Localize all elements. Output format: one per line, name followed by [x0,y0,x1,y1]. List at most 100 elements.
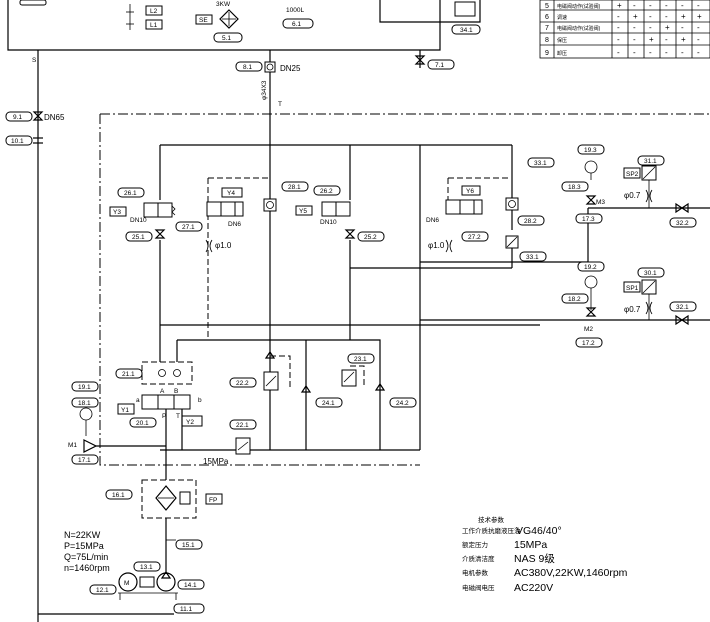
filter-unit: 16.1 FP 15.1 [105,479,223,574]
tag-33-1b: 33.1 [526,254,539,261]
tag-9-1: 9.1 [13,114,22,121]
heater-label: SE [199,17,208,24]
tag-22-2: 22.2 [236,380,249,387]
solenoid-y5: Y5 [299,208,307,215]
solenoid-y4: Y4 [227,190,235,197]
valve-dn-left: DN10 [130,217,147,224]
tag-24-1: 24.1 [322,400,335,407]
table-row-name: 电磁阀动作(试验阀) [557,25,601,32]
table-cell: + [617,1,622,10]
tag-19-1: 19.1 [78,384,91,391]
table-cell: + [681,35,686,44]
valve-dn-mid: DN10 [320,219,337,226]
check-valve-28-1: 28.1 [263,181,309,212]
drain-valve: 7.1 [414,50,455,70]
test-branch-lower: 19.2 18.2 M2 17.2 SP1 30.1 φ0.7 32.1 [561,261,697,348]
tag-18-2: 18.2 [568,296,581,303]
pump-motor: 13.1 M 12.1 14.1 11.1 [38,561,205,615]
tag-11-1: 11.1 [180,606,193,613]
relief-valve-22-2: 22.2 [229,350,291,391]
solenoid-y3: Y3 [113,209,121,216]
main-pipe-size: DN25 [280,64,301,73]
table-cell: - [697,1,700,10]
technical-parameters: 技术参数 工作介质 抗磨液压油 VG46/40° 额定压力 15MPa 介质清洁… [462,515,628,594]
table-cell: - [665,35,668,44]
tag-23-1: 23.1 [354,356,367,363]
table-cell: - [681,48,684,57]
dn25-valve: 8.1 DN25 φ34X3 T [235,61,301,108]
table-cell: - [649,1,652,10]
pump-spec-flow: Q=75L/min [64,552,108,562]
tag-25-2: 25.2 [364,234,377,241]
valve-y5: 26.2 Y5 DN10 25.2 [295,185,385,242]
table-cell: - [617,48,620,57]
table-cell: - [681,1,684,10]
table-cell: - [617,12,620,21]
solenoid-y1: Y1 [121,407,129,414]
table-cell: - [617,35,620,44]
tag-27-2: 27.2 [468,234,481,241]
tag-27-1: 27.1 [182,224,195,231]
port-t: T [176,413,180,420]
table-cell: + [649,35,654,44]
tank-capacity: 1000L [286,7,304,14]
tag-12-1: 12.1 [96,587,109,594]
pressure-switch-sp2: SP2 [626,171,639,178]
tech-params-heading: 技术参数 [478,515,505,524]
tech-label-pressure: 额定压力 [462,540,488,549]
table-row-number: 5 [545,3,549,10]
gauge-m1-branch: 19.1 18.1 M1 17.1 [68,381,166,465]
relief-pressure: 15MPa [203,457,229,466]
heater: 3KW SE 5.1 [195,1,243,43]
tag-10-1: 10.1 [11,138,24,145]
pump-specs: N=22KW P=15MPa Q=75L/min n=1460rpm [64,530,110,573]
pump-spec-power: N=22KW [64,530,101,540]
table-cell: - [697,48,700,57]
table-cell: - [665,12,668,21]
table-cell: - [633,48,636,57]
tag-13-1: 13.1 [140,564,153,571]
tag-34-1: 34.1 [460,27,473,34]
tag-18-3: 18.3 [568,184,581,191]
valve-y4: Y4 DN6 27.1 φ1.0 [175,177,270,340]
tag-8-1: 8.1 [243,64,252,71]
table-row-name: 电磁阀动作(试验阀) [557,3,601,10]
port-s-label: S [32,57,37,64]
tech-label-motor: 电机参数 [462,568,489,577]
tag-6-1: 6.1 [292,21,301,28]
tag-26-2: 26.2 [320,188,333,195]
relief-valve-23-1: 23.1 [341,353,375,387]
tag-17-2: 17.2 [582,340,595,347]
port-a: A [160,388,165,395]
tag-32-1: 32.1 [676,304,689,311]
tag-28-2: 28.2 [524,218,537,225]
table-cell: - [697,35,700,44]
valve-y6: Y6 DN6 27.2 φ1.0 [426,177,508,253]
tag-14-1: 14.1 [184,582,197,589]
tag-22-1: 22.1 [236,422,249,429]
table-cell: - [649,12,652,21]
tag-25-1: 25.1 [132,234,145,241]
tech-prefix-medium: 抗磨液压油 [488,526,521,535]
tag-33-1: 33.1 [534,160,547,167]
tag-15-1: 15.1 [182,542,195,549]
tag-17-1: 17.1 [78,457,91,464]
table-cell: - [665,48,668,57]
tag-24-2: 24.2 [396,400,409,407]
table-cell: - [697,23,700,32]
manifold-block-outline [99,113,710,466]
tag-18-1: 18.1 [78,400,91,407]
solenoid-y6: Y6 [466,188,474,195]
table-cell: - [617,23,620,32]
tag-17-3: 17.3 [582,216,595,223]
filter-switch-fp: FP [209,497,217,504]
tech-label-medium: 工作介质 [462,526,489,535]
vertical-pipe-size: φ34X3 [261,80,268,100]
valve-y3: 26.1 Y3 DN10 25.1 [109,187,176,242]
table-row-name: 保压 [557,37,567,44]
test-branch-upper: 19.3 18.3 M3 17.3 SP2 31.1 φ0.7 32.2 [561,144,697,228]
tank-section: L2 L1 3KW SE 5.1 1000L 6.1 34.1 [7,0,481,51]
table-cell: - [681,23,684,32]
